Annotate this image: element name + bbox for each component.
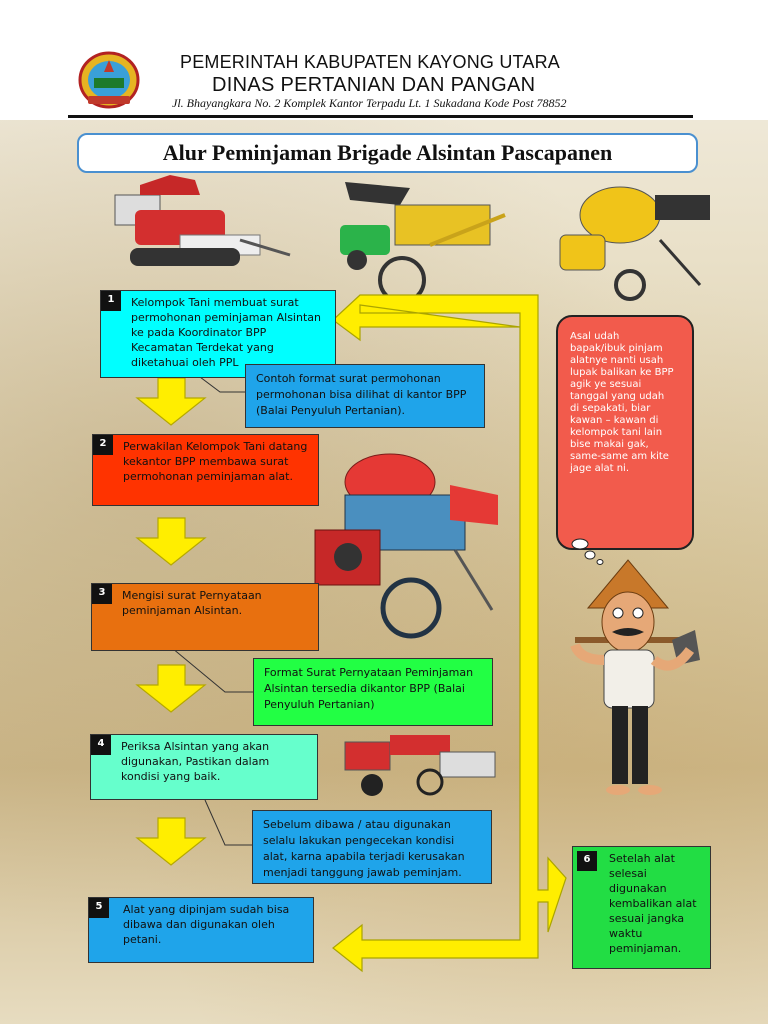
- step-5-text: Alat yang dipinjam sudah bisa dibawa dan…: [123, 903, 290, 946]
- header-divider: [68, 115, 693, 118]
- letterhead: PEMERINTAH KABUPATEN KAYONG UTARA DINAS …: [0, 0, 768, 120]
- thresher-cart-illustration: [340, 182, 506, 304]
- red-thresher-illustration: [314, 453, 498, 639]
- return-arrow-shape: [332, 294, 567, 973]
- department-name: DINAS PERTANIAN DAN PANGAN: [212, 74, 536, 96]
- step-2-number: 2: [93, 435, 113, 455]
- step-4-number: 4: [91, 735, 111, 755]
- page-title: Alur Peminjaman Brigade Alsintan Pascapa…: [77, 133, 698, 173]
- note-1: Contoh format surat permohonan permohona…: [245, 364, 485, 428]
- step-5-number: 5: [89, 898, 109, 918]
- step-3-box: 3 Mengisi surat Pernyataan peminjaman Al…: [91, 583, 319, 651]
- power-thresher-illustration: [559, 186, 710, 301]
- step-3-number: 3: [92, 584, 112, 604]
- step-4-text: Periksa Alsintan yang akan digunakan, Pa…: [121, 740, 270, 783]
- thought-bubble: Asal udah bapak/ibuk pinjam alatnye nant…: [556, 315, 694, 550]
- step-4-box: 4 Periksa Alsintan yang akan digunakan, …: [90, 734, 318, 800]
- regency-emblem-icon: [78, 51, 140, 109]
- note-3: Sebelum dibawa / atau digunakan selalu l…: [252, 810, 492, 884]
- step-5-box: 5 Alat yang dipinjam sudah bisa dibawa d…: [88, 897, 314, 963]
- step-3-text: Mengisi surat Pernyataan peminjaman Alsi…: [122, 589, 262, 617]
- step-6-text: Setelah alat selesai digunakan kembalika…: [609, 852, 697, 955]
- note-2: Format Surat Pernyataan Peminjaman Alsin…: [253, 658, 493, 726]
- thought-bubble-text: Asal udah bapak/ibuk pinjam alatnye nant…: [570, 331, 674, 474]
- step-2-text: Perwakilan Kelompok Tani datang kekantor…: [123, 440, 308, 483]
- government-name: PEMERINTAH KABUPATEN KAYONG UTARA: [180, 52, 560, 72]
- down-arrows: [135, 377, 207, 866]
- mini-combine-illustration: [344, 735, 496, 796]
- step-1-number: 1: [101, 291, 121, 311]
- step-6-number: 6: [577, 851, 597, 871]
- step-1-box: 1 Kelompok Tani membuat surat permohonan…: [100, 290, 336, 378]
- step-1-text: Kelompok Tani membuat surat permohonan p…: [131, 296, 321, 369]
- step-6-box: 6 Setelah alat selesai digunakan kembali…: [572, 846, 711, 969]
- combine-harvester-illustration: [114, 175, 291, 266]
- department-address: Jl. Bhayangkara No. 2 Komplek Kantor Ter…: [172, 96, 567, 110]
- step-2-box: 2 Perwakilan Kelompok Tani datang kekant…: [92, 434, 319, 506]
- farmer-icon: [570, 559, 700, 795]
